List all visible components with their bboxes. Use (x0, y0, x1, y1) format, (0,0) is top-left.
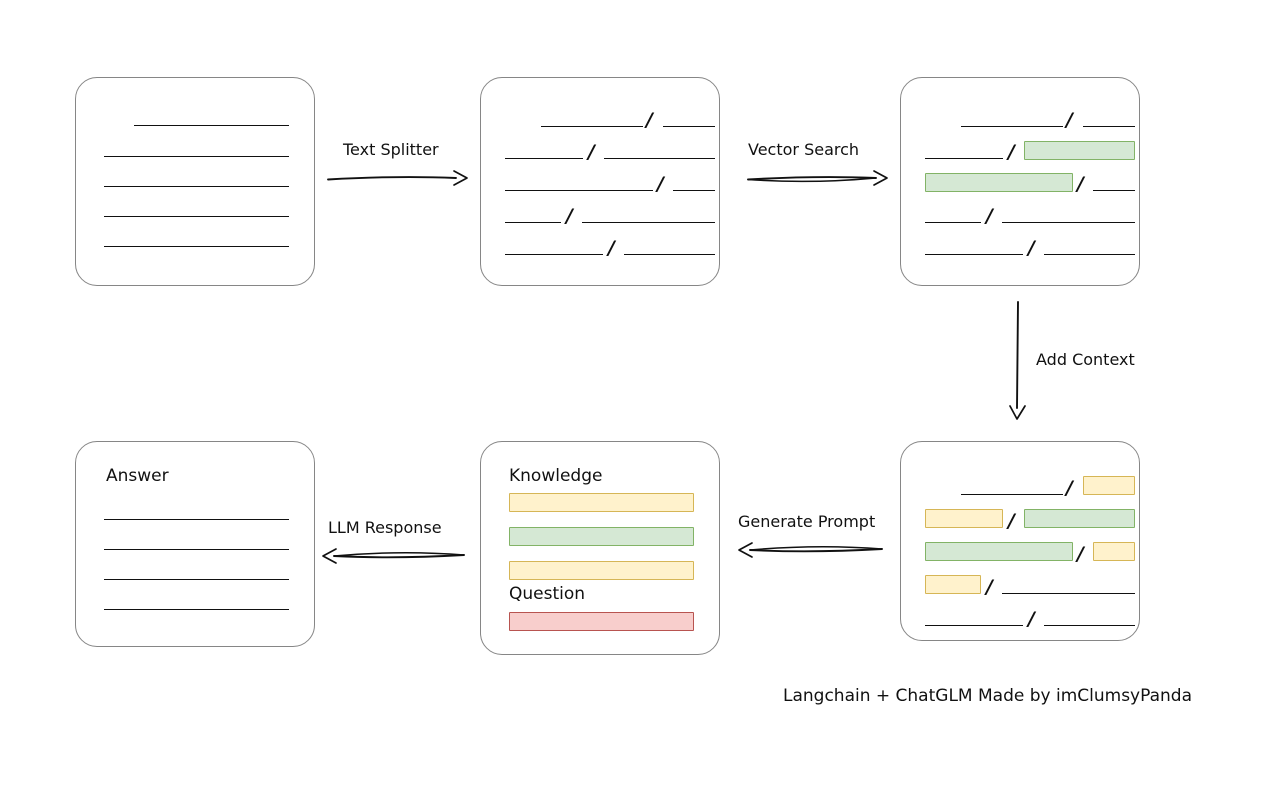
arrow-llm-response[interactable]: LLM Response (322, 518, 466, 568)
text-line (104, 156, 289, 157)
text-line (104, 246, 289, 247)
arrow-glyph-vector-search (747, 170, 888, 186)
arrow-label-generate-prompt: Generate Prompt (738, 512, 876, 531)
separator-slash: / (1028, 608, 1035, 630)
separator-slash: / (608, 237, 615, 259)
highlight-chip-green[interactable] (1024, 509, 1135, 528)
text-line (505, 222, 561, 223)
footer-caption: Langchain + ChatGLM Made by imClumsyPand… (783, 686, 1192, 706)
arrow-vector-search[interactable]: Vector Search (746, 140, 888, 190)
separator-slash: / (1008, 510, 1015, 532)
highlight-chip-yellow[interactable] (509, 561, 694, 580)
text-line (541, 126, 643, 127)
highlight-chip-red[interactable] (509, 612, 694, 631)
text-line (1002, 593, 1135, 594)
document-box-source-document[interactable] (75, 77, 315, 286)
highlight-chip-yellow[interactable] (1093, 542, 1135, 561)
separator-slash: / (1077, 543, 1084, 565)
arrow-generate-prompt[interactable]: Generate Prompt (738, 512, 884, 562)
arrow-glyph-generate-prompt (738, 542, 883, 558)
text-line (925, 254, 1023, 255)
separator-slash: / (986, 205, 993, 227)
separator-slash: / (646, 109, 653, 131)
arrow-text-splitter[interactable]: Text Splitter (326, 140, 468, 190)
text-line (1093, 190, 1135, 191)
separator-slash: / (1066, 109, 1073, 131)
text-line (673, 190, 715, 191)
arrow-glyph-llm-response (322, 548, 465, 564)
text-line (1044, 254, 1135, 255)
highlight-chip-green[interactable] (925, 542, 1073, 561)
highlight-chip-yellow[interactable] (925, 509, 1003, 528)
box-label-prompt-0: Knowledge (509, 466, 603, 486)
text-line (961, 126, 1063, 127)
separator-slash: / (657, 173, 664, 195)
document-box-vector-matches[interactable]: / / / / / (900, 77, 1140, 286)
highlight-chip-green[interactable] (1024, 141, 1135, 160)
document-box-answer[interactable]: Answer (75, 441, 315, 647)
text-line (624, 254, 715, 255)
text-line (505, 158, 583, 159)
separator-slash: / (566, 205, 573, 227)
separator-slash: / (1028, 237, 1035, 259)
separator-slash: / (588, 141, 595, 163)
document-box-split-chunks[interactable]: / / / / / (480, 77, 720, 286)
highlight-chip-green[interactable] (925, 173, 1073, 192)
separator-slash: / (986, 576, 993, 598)
text-line (1083, 126, 1135, 127)
separator-slash: / (1008, 141, 1015, 163)
text-line (663, 126, 715, 127)
arrow-glyph-add-context (1009, 301, 1026, 420)
arrow-add-context[interactable]: Add Context (1008, 301, 1135, 420)
text-line (104, 609, 289, 610)
text-line (134, 125, 289, 126)
arrow-label-vector-search: Vector Search (748, 140, 860, 159)
text-line (104, 216, 289, 217)
text-line (104, 579, 289, 580)
arrow-label-text-splitter: Text Splitter (343, 140, 439, 159)
arrow-label-add-context: Add Context (1036, 350, 1135, 369)
text-line (104, 549, 289, 550)
separator-slash: / (1066, 477, 1073, 499)
document-box-context-added[interactable]: / / / / / (900, 441, 1140, 641)
highlight-chip-yellow[interactable] (925, 575, 981, 594)
highlight-chip-green[interactable] (509, 527, 694, 546)
text-line (1002, 222, 1135, 223)
highlight-chip-yellow[interactable] (1083, 476, 1135, 495)
text-line (604, 158, 715, 159)
arrow-label-llm-response: LLM Response (328, 518, 442, 537)
text-line (925, 625, 1023, 626)
text-line (505, 190, 653, 191)
text-line (505, 254, 603, 255)
highlight-chip-yellow[interactable] (509, 493, 694, 512)
text-line (104, 186, 289, 187)
separator-slash: / (1077, 173, 1084, 195)
text-line (961, 494, 1063, 495)
text-line (925, 158, 1003, 159)
text-line (104, 519, 289, 520)
arrow-glyph-text-splitter (327, 170, 468, 186)
box-label-answer-0: Answer (106, 466, 169, 486)
box-label-prompt-1: Question (509, 584, 586, 604)
text-line (1044, 625, 1135, 626)
text-line (925, 222, 981, 223)
text-line (582, 222, 715, 223)
